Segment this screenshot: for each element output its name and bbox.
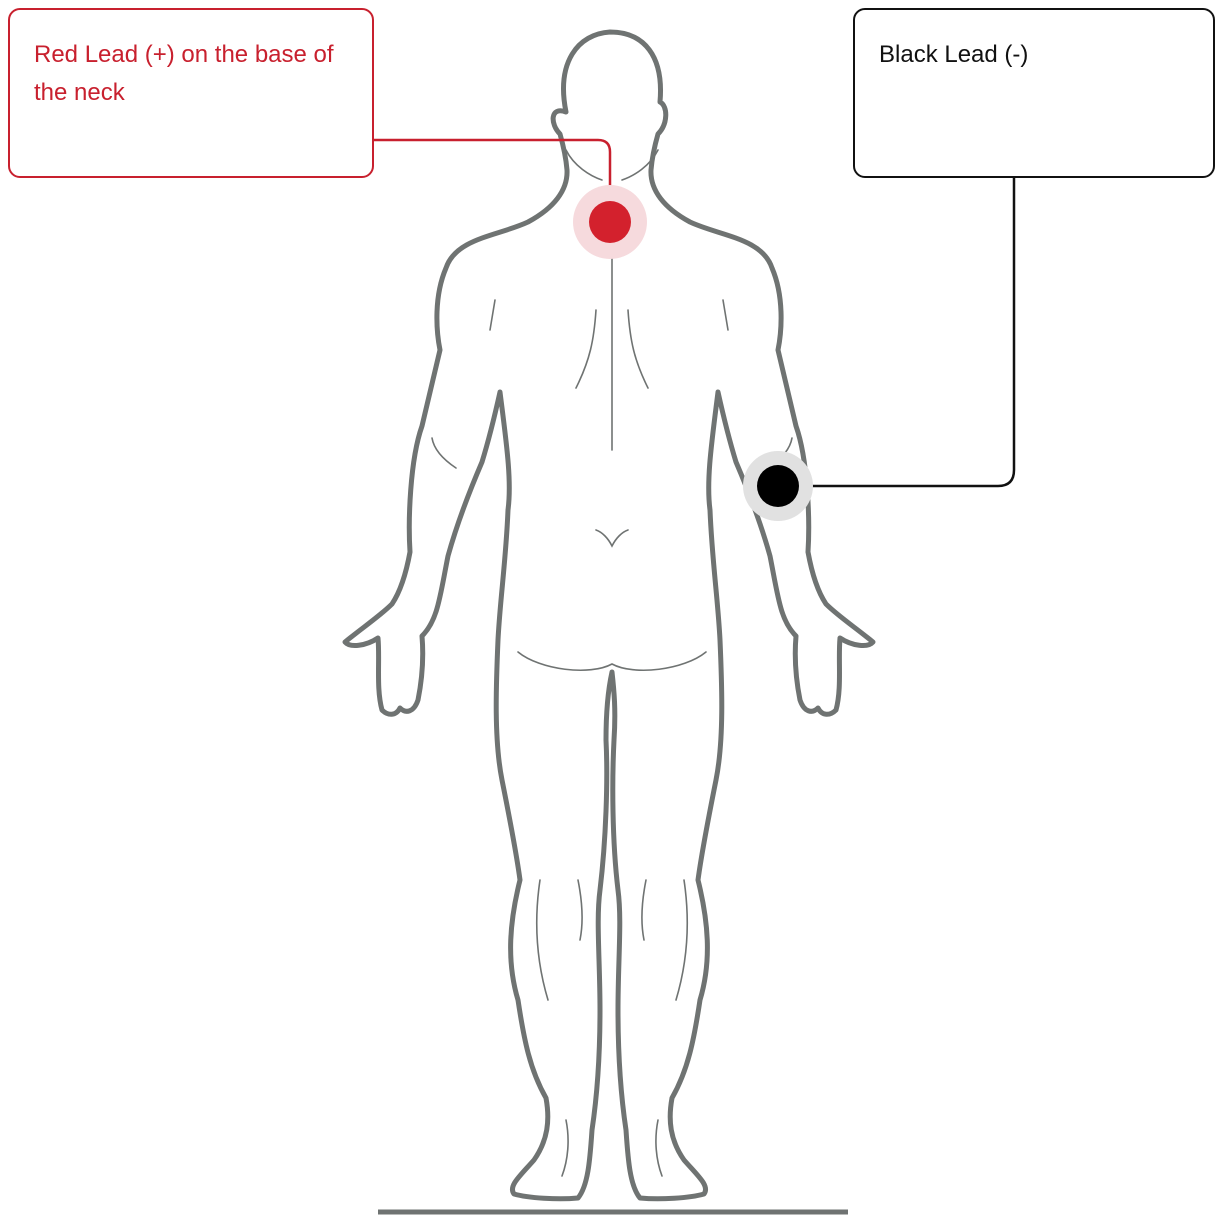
black-electrode[interactable] <box>757 465 799 507</box>
left-neck-line <box>566 150 602 180</box>
right-shoulder-blade <box>723 300 728 330</box>
black-lead-connector <box>778 178 1014 486</box>
black-lead-callout: Black Lead (-) <box>853 8 1215 178</box>
left-calf-inner <box>578 880 582 940</box>
left-calf-line <box>537 880 548 1000</box>
buttocks-line <box>518 652 706 670</box>
red-electrode[interactable] <box>589 201 631 243</box>
left-scapula-line <box>576 310 596 388</box>
left-achilles <box>562 1120 568 1176</box>
left-elbow-line <box>432 438 456 468</box>
lower-back-dimple <box>596 530 628 546</box>
black-lead-label: Black Lead (-) <box>879 41 1028 68</box>
right-achilles <box>656 1120 662 1176</box>
red-lead-label: Red Lead (+) on the base of the neck <box>34 41 334 106</box>
right-calf-line <box>676 880 687 1000</box>
right-calf-inner <box>642 880 646 940</box>
red-lead-callout: Red Lead (+) on the base of the neck <box>8 8 374 178</box>
right-scapula-line <box>628 310 648 388</box>
red-lead-connector <box>374 140 610 222</box>
left-shoulder-blade <box>490 300 495 330</box>
